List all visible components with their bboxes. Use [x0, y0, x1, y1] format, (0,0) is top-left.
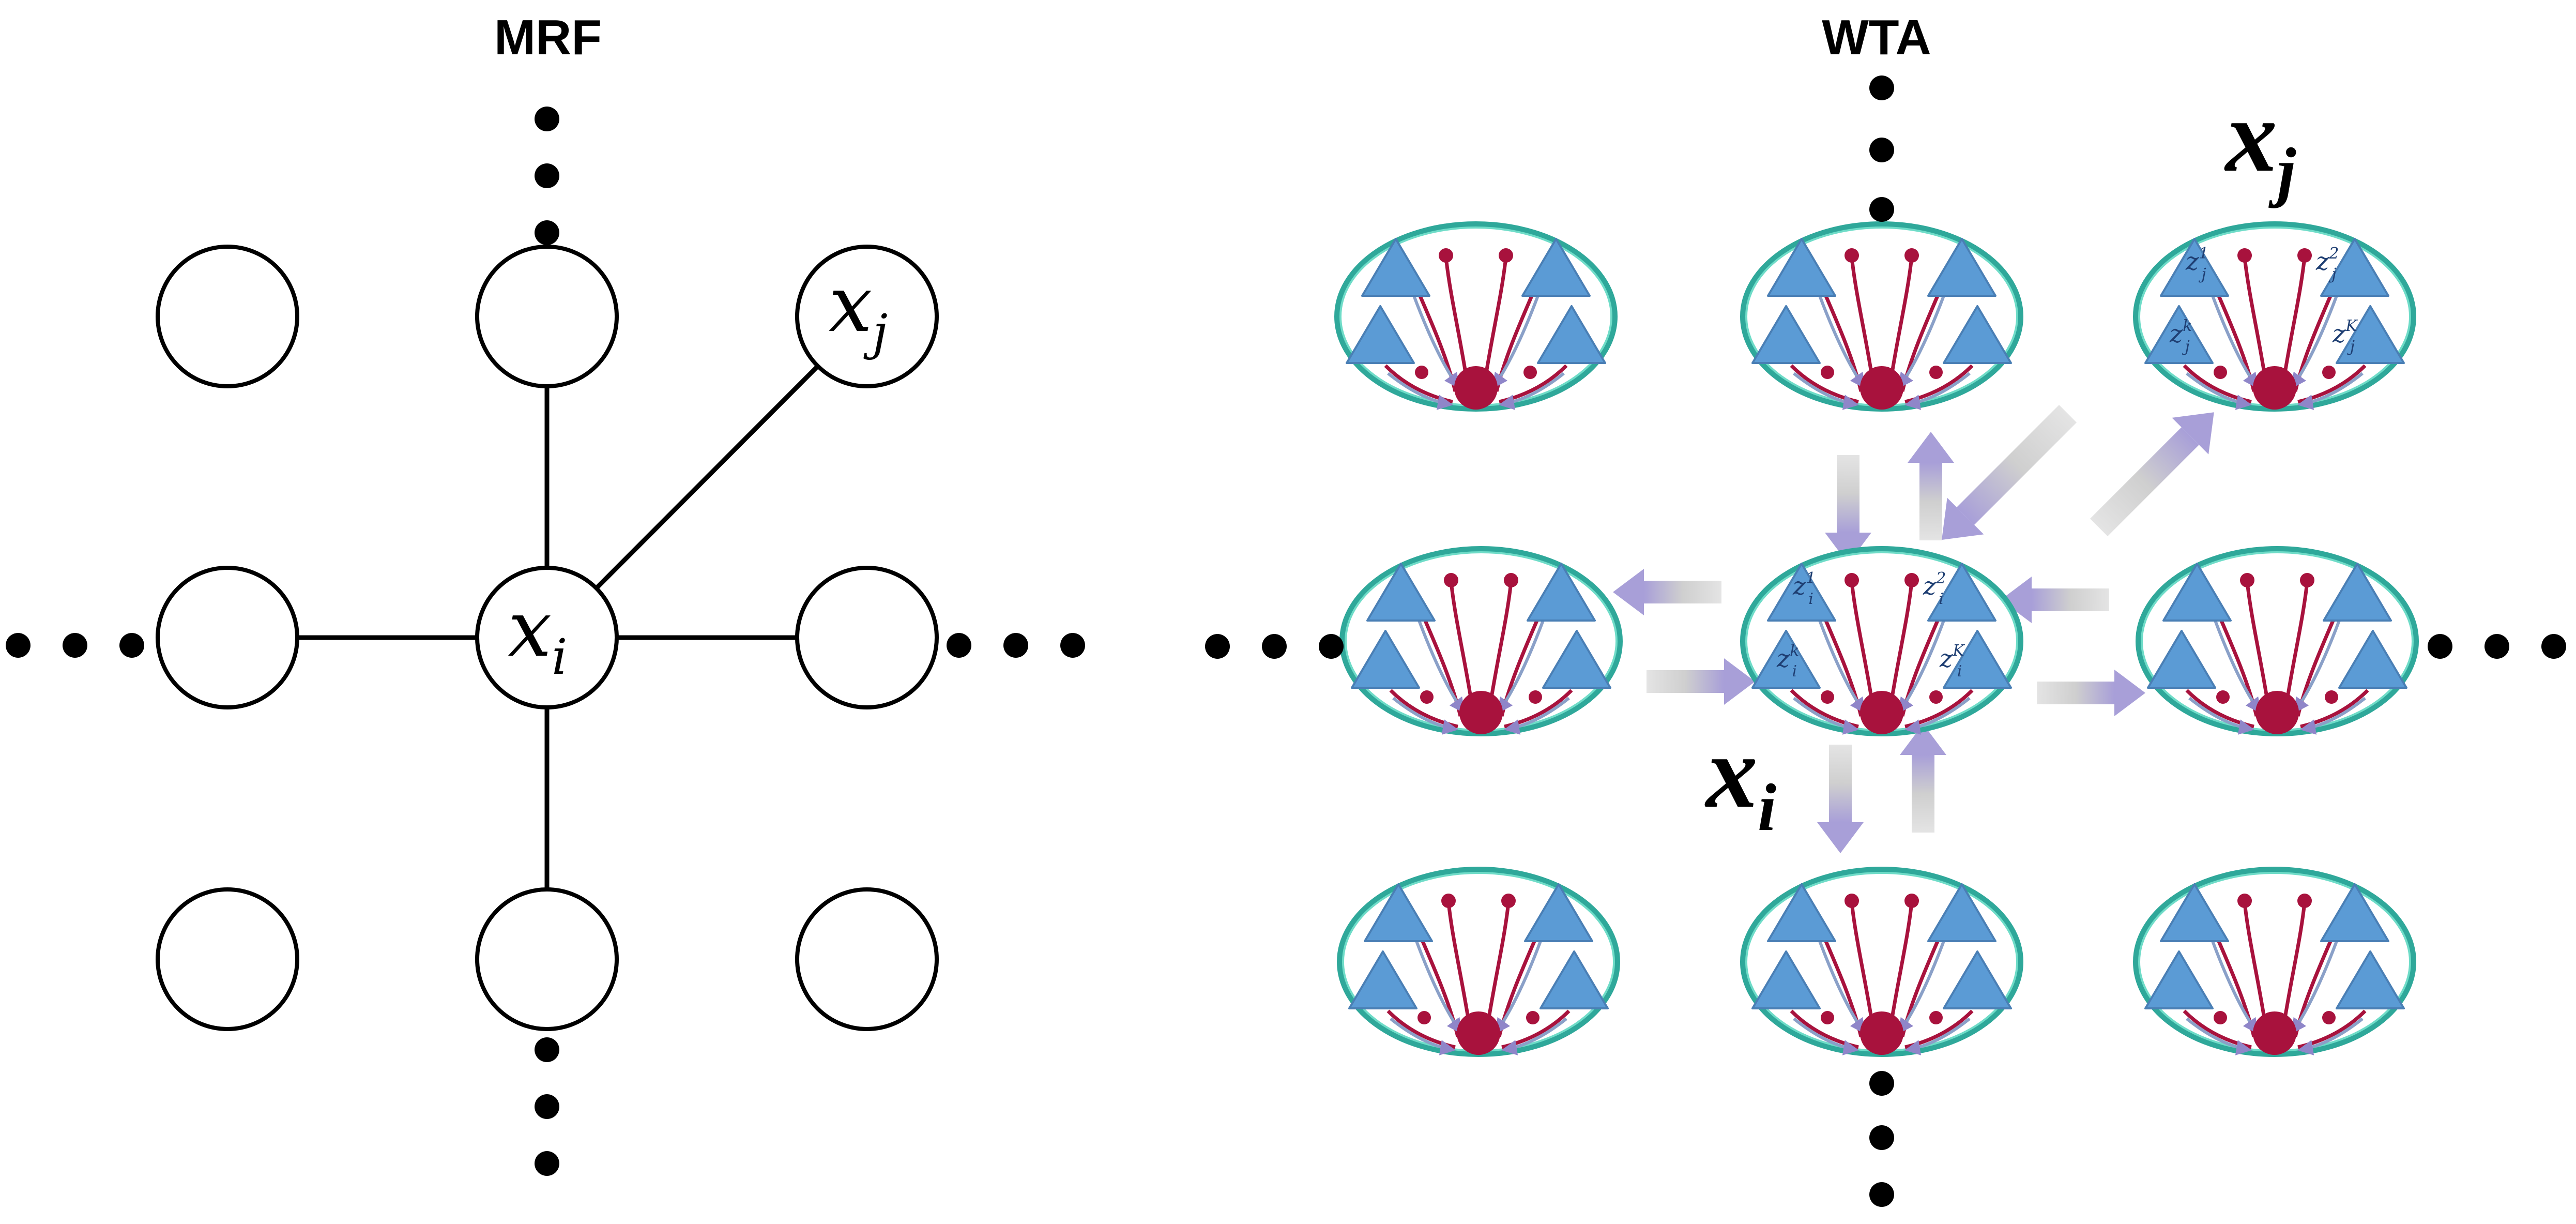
mrf-label-xj: xj: [829, 260, 888, 361]
arrow-center-to-left: [1613, 569, 1721, 615]
mrf-edges: [296, 364, 820, 888]
mrf-node-center: [475, 566, 619, 709]
arrow-center-to-right: [2037, 670, 2145, 716]
arrow-bottom-to-center: [1900, 724, 1946, 833]
mrf-panel: MRF xi xj: [6, 10, 1085, 1176]
arrow-right-to-center: [2001, 577, 2109, 623]
mrf-node-bottom-right: [795, 887, 939, 1031]
mrf-node-top-right: [795, 245, 939, 388]
arrow-corner-to-center: [1942, 405, 2077, 540]
mrf-node-top-center: [475, 245, 619, 388]
wta-circuit-mid-right: [2139, 549, 2416, 734]
wta-circuit-bottom-center: [1743, 870, 2020, 1055]
wta-circuit-top-center: [1743, 224, 2020, 410]
arrow-center-to-corner: [2090, 412, 2214, 536]
wta-coupling-arrows: [1613, 405, 2214, 853]
wta-circuit-top-left: [1337, 224, 1614, 410]
mrf-node-bottom-center: [475, 887, 619, 1031]
mrf-node-bottom-left: [156, 887, 299, 1031]
arrow-left-to-center: [1647, 658, 1755, 705]
mrf-title: MRF: [494, 10, 602, 65]
wta-label-xi: xi: [1704, 715, 1776, 845]
wta-ellipsis-dots: [1205, 75, 2566, 1207]
mrf-node-mid-left: [156, 566, 299, 709]
mrf-node-top-left: [156, 245, 299, 388]
mrf-edge-diagonal: [594, 364, 820, 591]
mrf-node-mid-right: [795, 566, 939, 709]
wta-panel: WTA: [1205, 10, 2566, 1207]
arrow-center-to-top: [1908, 432, 1954, 540]
wta-circuit-top-right: [2136, 224, 2413, 410]
mrf-label-xi: xi: [508, 584, 568, 686]
wta-circuit-center: [1743, 549, 2020, 734]
mrf-ellipsis-dots: [6, 107, 1085, 1176]
wta-circuit-bottom-right: [2136, 870, 2413, 1055]
arrow-center-to-bottom: [1817, 745, 1864, 853]
wta-circuit-bottom-left: [1340, 870, 1617, 1055]
mrf-nodes: [156, 245, 939, 1031]
wta-title: WTA: [1822, 10, 1931, 65]
wta-circuits: [1337, 224, 2416, 1055]
wta-label-xj: xj: [2224, 79, 2296, 209]
arrow-top-to-center: [1825, 455, 1871, 564]
wta-circuit-mid-left: [1343, 549, 1620, 734]
